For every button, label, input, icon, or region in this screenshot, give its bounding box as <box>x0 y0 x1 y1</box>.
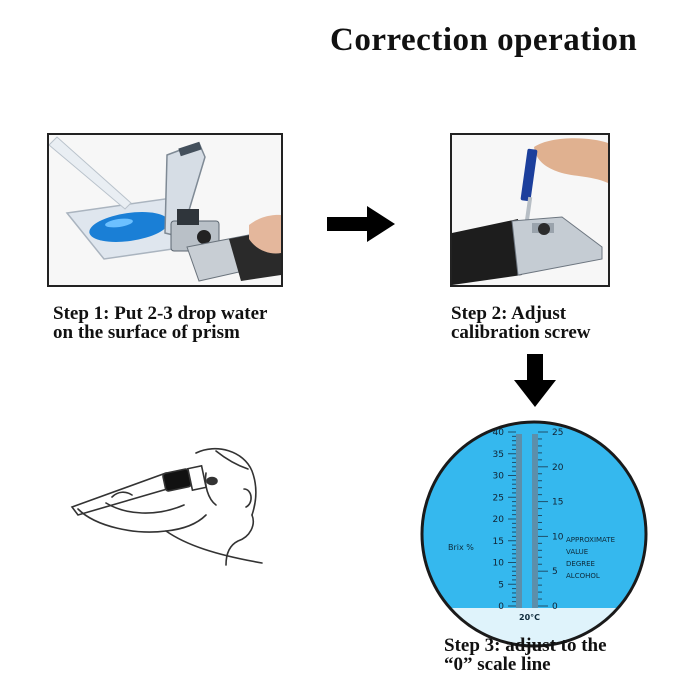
alcohol-label-line2: VALUE <box>566 548 588 556</box>
arrow-down-icon <box>513 354 557 412</box>
arrow-right-icon <box>327 204 397 248</box>
brix-label: Brix % <box>448 543 474 552</box>
brix-tick-label: 20 <box>493 515 505 525</box>
brix-tick-label: 15 <box>493 537 504 547</box>
step3-caption: Step 3: adjust to the “0” scale line <box>444 636 607 674</box>
step1-caption: Step 1: Put 2-3 drop water on the surfac… <box>53 304 267 342</box>
alcohol-tick-label: 10 <box>552 532 564 542</box>
person-using-refractometer <box>66 445 276 574</box>
calibration-screw-illustration <box>452 135 608 285</box>
step1-line1: Step 1: Put 2-3 drop water <box>53 303 268 324</box>
page-title: Correction operation <box>330 22 638 58</box>
step2-caption: Step 2: Adjust calibration screw <box>451 304 591 342</box>
alcohol-label-line3: DEGREE <box>566 560 595 568</box>
refractometer-prism-illustration <box>49 135 281 285</box>
brix-tick-label: 30 <box>493 472 505 482</box>
temperature-label: 20°C <box>519 613 540 622</box>
alcohol-label-line4: ALCOHOL <box>566 572 600 580</box>
brix-tick-label: 5 <box>498 580 504 590</box>
brix-tick-label: 25 <box>493 493 504 503</box>
scale-view: 40 35 30 25 20 15 10 5 0 25 20 15 10 5 0 Brix % APPROX… <box>418 418 650 654</box>
alcohol-label-line1: APPROXIMATE <box>566 536 615 544</box>
scale-rim <box>420 420 648 648</box>
step1-line2: on the surface of prism <box>53 322 240 343</box>
alcohol-tick-label: 25 <box>552 428 563 438</box>
brix-tick-label: 10 <box>493 559 505 569</box>
alcohol-tick-label: 0 <box>552 602 558 612</box>
brix-tick-label: 40 <box>493 428 505 438</box>
step2-line1: Step 2: Adjust <box>451 303 567 324</box>
brix-tick-label: 0 <box>498 602 504 612</box>
step3-line1: Step 3: adjust to the <box>444 635 607 656</box>
alcohol-tick-label: 5 <box>552 567 558 577</box>
step2-line2: calibration screw <box>451 322 591 343</box>
alcohol-tick-label: 20 <box>552 463 564 473</box>
step2-photo <box>450 133 610 287</box>
step3-line2: “0” scale line <box>444 654 551 675</box>
step1-photo <box>47 133 283 287</box>
alcohol-tick-label: 15 <box>552 498 563 508</box>
brix-tick-label: 35 <box>493 450 504 460</box>
